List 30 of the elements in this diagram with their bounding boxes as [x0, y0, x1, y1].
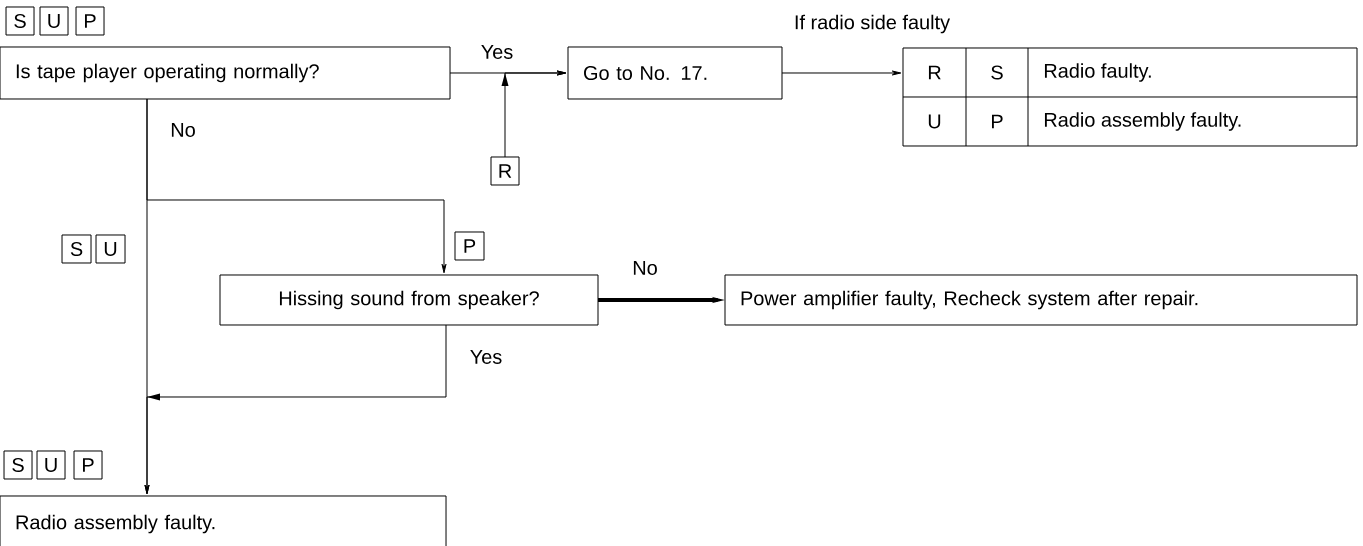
boxed-letter: P: [454, 231, 485, 261]
node-label: Radio faulty.: [1044, 63, 1151, 82]
process-box: Go to No. 17.: [567, 46, 783, 100]
edge-label: No: [631, 260, 659, 276]
process-box: Power amplifier faulty, Recheck system after repair.: [724, 274, 1358, 326]
boxed-letter: P: [75, 6, 105, 36]
boxed-letter: U: [39, 6, 69, 36]
node-label: S: [991, 65, 1003, 80]
arrow: [781, 70, 902, 76]
boxed-letter: S: [61, 234, 92, 264]
boxed-letter: S: [5, 6, 35, 36]
arrow: [144, 324, 447, 495]
process-box: Radio assembly faulty.: [0, 495, 447, 546]
boxed-letter: U: [36, 450, 66, 480]
edge-label: No: [169, 122, 197, 138]
node-label: Radio assembly faulty.: [1044, 112, 1241, 131]
node-label: R: [928, 65, 941, 80]
decision-box: Is tape player operating normally?: [0, 46, 451, 100]
boxed-letter: R: [490, 156, 520, 186]
decision-box: Hissing sound from speaker?: [219, 274, 599, 326]
result-table: R S Radio faulty. U P Radio assembly faulty.: [902, 47, 1358, 147]
edge-label: Yes: [479, 44, 515, 60]
arrow: [501, 70, 567, 158]
table-heading: If radio side faulty: [795, 14, 950, 34]
edge-label: Yes: [468, 349, 504, 365]
boxed-letter: S: [3, 450, 33, 480]
node-label: U: [928, 114, 941, 129]
boxed-letter: P: [73, 450, 103, 480]
boxed-letter: U: [95, 234, 126, 264]
node-label: P: [992, 114, 1003, 129]
